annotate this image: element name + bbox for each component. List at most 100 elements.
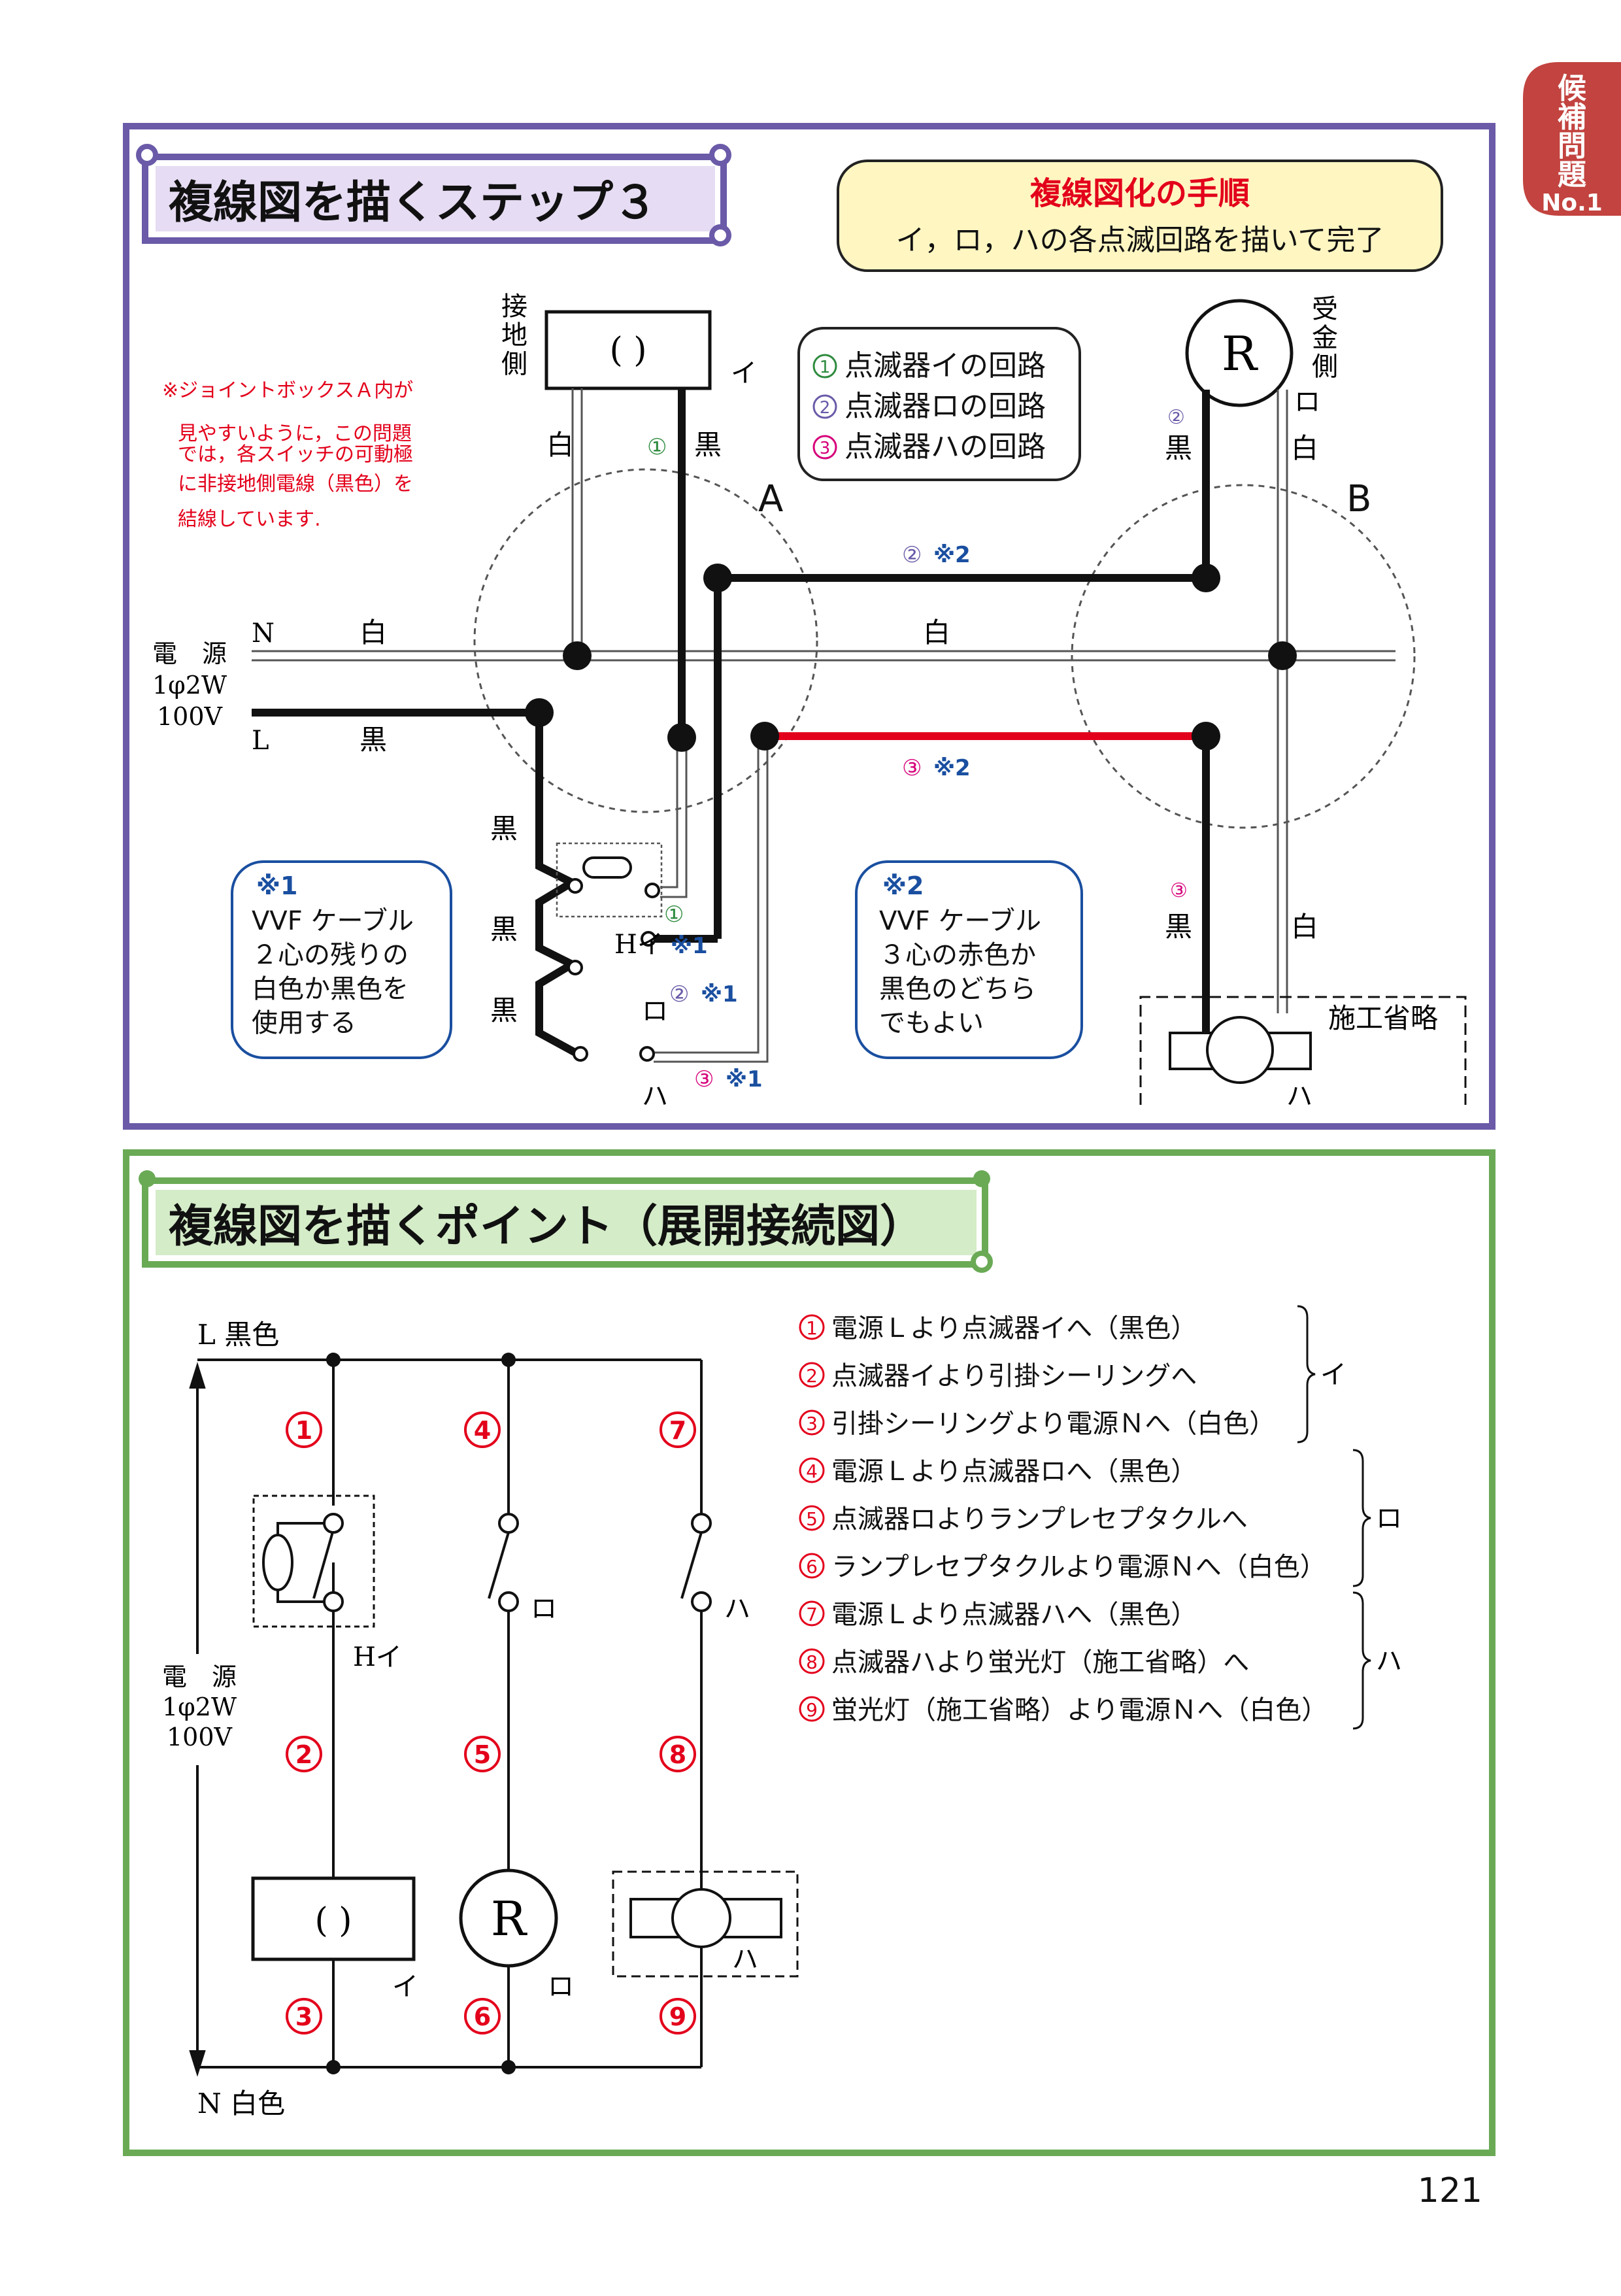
svg-text:9: 9 — [806, 1699, 818, 1721]
circuit-2-black-wire — [714, 390, 1210, 939]
label-hi: Hイ — [614, 930, 663, 960]
ladder-fluorescent-ha-label: ハ — [732, 1944, 758, 1974]
ladder-num-4: 4 — [464, 1411, 501, 1448]
svg-text:100V: 100V — [167, 1723, 233, 1751]
tab-char-1: 候 — [1558, 72, 1586, 105]
note-1-line-2: ２心の残りの — [252, 940, 409, 970]
ladder-num-3: 3 — [286, 1998, 322, 2034]
ceiling-i-label: イ — [731, 358, 757, 388]
step-text-7: 電源Ｌより点滅器ハへ（黒色） — [831, 1600, 1197, 1630]
ladder-hi-dashed-box — [252, 1494, 375, 1628]
receptacle-white-wire — [1277, 390, 1288, 1013]
legend-circle-2 — [812, 394, 837, 419]
ladder-dots — [326, 1353, 516, 2074]
ladder-ro-label: ロ — [531, 1594, 557, 1624]
red-note-line-3: では，各スイッチの可動極 — [178, 443, 413, 466]
red-note: ※ジョイントボックスＡ内が 見やすいように，この問題 では，各スイッチの可動極 … — [162, 379, 413, 531]
step3-title: 複線図を描くステップ３ — [169, 177, 658, 229]
note-1-box: ※1 VVF ケーブル ２心の残りの 白色か黒色を 使用する — [231, 860, 452, 1059]
ladder-num-7: 7 — [660, 1411, 696, 1448]
power-source-label: 電 源 1φ2W 100V — [152, 639, 227, 731]
ladder-ceiling-box — [251, 1876, 416, 1961]
svg-text:2: 2 — [295, 1740, 312, 1769]
ladder-ha-label: ハ — [724, 1594, 750, 1624]
red-note-line-5: 結線しています. — [178, 508, 321, 531]
svg-text:側: 側 — [501, 349, 527, 379]
label-ref1-ro: ※1 — [701, 981, 738, 1007]
page-number: 121 — [1418, 2171, 1482, 2210]
svg-text:6: 6 — [474, 2002, 491, 2031]
ground-side-label: 接 地 側 — [501, 292, 527, 379]
label-circuit2-b: ② — [1167, 406, 1185, 429]
fluorescent-ha-label: ハ — [1286, 1081, 1312, 1111]
ladder-num-8: 8 — [660, 1736, 696, 1772]
legend-circle-1 — [812, 354, 837, 379]
red-note-line-4: に非接地側電線（黒色）を — [178, 473, 413, 496]
switch-hi-dashed-box — [556, 842, 663, 918]
label-switch-ha: ハ — [642, 1081, 668, 1111]
svg-text:3: 3 — [820, 439, 831, 458]
label-white-fluor: 白 — [1291, 911, 1318, 943]
label-white-n-left: 白 — [359, 616, 387, 649]
switch-contacts — [567, 878, 660, 1062]
svg-text:7: 7 — [806, 1604, 818, 1625]
group-label-i: イ — [1320, 1360, 1346, 1390]
lamp-receptacle-r — [1185, 299, 1294, 407]
label-ref2-red: ※2 — [933, 755, 971, 781]
note-1-line-3: 白色か黒色を — [252, 974, 409, 1004]
omitted-label: 施工省略 — [1328, 1002, 1438, 1034]
procedure-title: 複線図化の手順 — [1030, 175, 1250, 212]
neutral-wire — [252, 650, 1395, 662]
step3-panel-border — [123, 123, 1496, 1130]
step-text-1: 電源Ｌより点滅器イへ（黒色） — [831, 1313, 1197, 1343]
svg-text:1: 1 — [820, 358, 831, 377]
svg-text:1φ2W: 1φ2W — [162, 1693, 237, 1721]
red-note-line-2: 見やすいように，この問題 — [178, 422, 412, 445]
label-circuit2-switch: ② — [669, 981, 689, 1007]
legend-box: 1 点滅器イの回路 2 点滅器ロの回路 3 点滅器ハの回路 — [797, 327, 1081, 481]
ceiling-box — [544, 310, 712, 390]
label-black-l: 黒 — [359, 724, 387, 756]
jb-b-label: B — [1346, 478, 1371, 520]
ladder-hi-wires — [276, 1522, 335, 1603]
svg-text:9: 9 — [669, 2002, 686, 2031]
ladder-switch-ha-blade — [680, 1532, 703, 1599]
svg-text:金: 金 — [1312, 323, 1338, 353]
points-source-label: 電 源 1φ2W 100V — [162, 1663, 237, 1751]
switch-feed-wire — [535, 713, 580, 1056]
candidate-tab: 候 補 問 題 No.1 — [1523, 62, 1621, 216]
svg-text:受: 受 — [1312, 294, 1338, 324]
svg-text:2: 2 — [820, 398, 831, 418]
group-label-ha: ハ — [1376, 1646, 1402, 1676]
step-1: 1 電源Ｌより点滅器イへ（黒色） — [799, 1313, 1197, 1343]
red-note-line-1: ※ジョイントボックスＡ内が — [162, 379, 413, 402]
omitted-dashed-box — [1139, 996, 1467, 1105]
ladder-num-9: 9 — [660, 1998, 696, 2034]
ladder-fluorescent-icon — [671, 1888, 731, 1948]
svg-text:1: 1 — [806, 1317, 818, 1339]
note-2-box: ※2 VVF ケーブル ３心の赤色か 黒色のどちら でもよい — [855, 860, 1083, 1059]
note-2-line-1: VVF ケーブル — [879, 906, 1041, 936]
svg-text:3: 3 — [806, 1413, 818, 1434]
group-braces — [1297, 1305, 1371, 1730]
label-circuit3-red: ③ — [902, 755, 922, 781]
svg-text:地: 地 — [501, 320, 527, 350]
note-2-line-4: でもよい — [879, 1008, 984, 1038]
label-black-fluor: 黒 — [1165, 911, 1192, 943]
lamp-ro-label: ロ — [1294, 387, 1320, 417]
svg-text:4: 4 — [806, 1460, 818, 1482]
note-2-title: ※2 — [882, 871, 924, 900]
step-text-8: 点滅器ハより蛍光灯（施工省略）へ — [831, 1647, 1249, 1678]
joint-dots — [525, 564, 1297, 752]
svg-text:4: 4 — [474, 1416, 491, 1445]
ceiling-label: ( ) — [609, 331, 646, 370]
svg-text:1: 1 — [295, 1416, 312, 1445]
n-white-label: N 白色 — [197, 2087, 285, 2119]
label-circuit3-fluor: ③ — [1170, 879, 1188, 902]
ladder-switch-contacts — [323, 1513, 712, 1612]
ladder-num-1: 1 — [286, 1411, 322, 1448]
